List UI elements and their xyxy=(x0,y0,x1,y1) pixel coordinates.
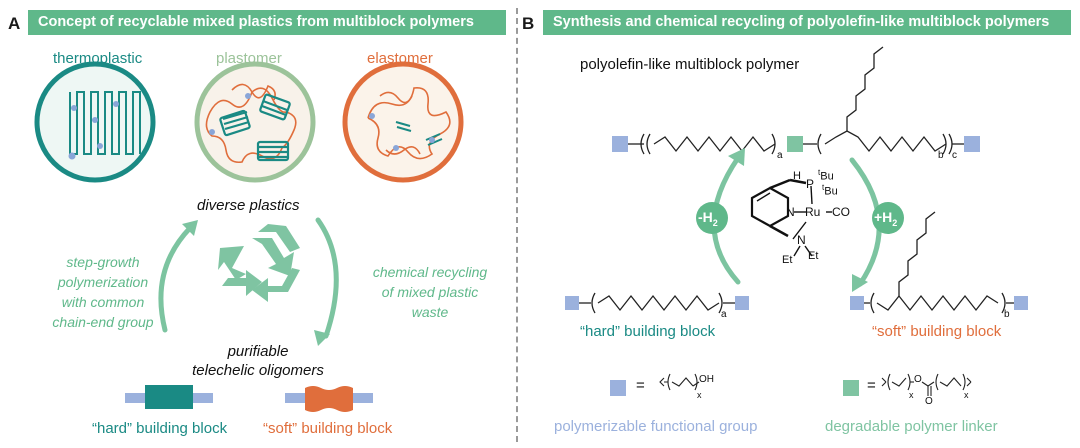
catalyst-et-2: Et xyxy=(808,250,819,262)
elastomer-circle xyxy=(342,61,464,183)
legend-x-2: x xyxy=(909,390,914,400)
left-arrow-line: step-growth xyxy=(66,254,140,270)
right-arrow-line: chemical recycling xyxy=(372,264,488,280)
plus-h2-badge xyxy=(872,202,904,234)
panel-b-letter: B xyxy=(522,14,535,33)
catalyst-n1: N xyxy=(786,205,795,219)
left-arrow-line: chain-end group xyxy=(52,314,154,330)
hard-block-chain xyxy=(565,292,749,314)
catalyst-p: P xyxy=(806,177,815,191)
legend-oh: OH xyxy=(699,374,714,385)
right-arrow-text: chemical recycling of mixed plastic wast… xyxy=(345,262,515,322)
catalyst-n2: N xyxy=(797,233,806,247)
legend-o-carbonyl: O xyxy=(925,396,933,407)
catalyst-tbu-1: tBu xyxy=(818,168,834,183)
legend-o-ring: O xyxy=(914,374,922,385)
minus-h2-label: -H2 xyxy=(698,209,718,228)
arrowhead-left-up xyxy=(182,220,198,236)
elastomer-label: elastomer xyxy=(367,50,433,67)
right-arrow-line: of mixed plastic xyxy=(381,284,479,300)
catalyst-h: H xyxy=(793,170,801,182)
subscript-b-top: b xyxy=(938,150,944,161)
cycle-arrows-a xyxy=(158,217,339,339)
plus-h2-sub: 2 xyxy=(892,217,898,228)
hard-block-label-a: “hard” building block xyxy=(92,420,228,437)
catalyst-tbu-2: tBu xyxy=(822,183,838,198)
soft-block-chain xyxy=(850,211,1028,314)
soft-oligomer xyxy=(285,386,373,412)
catalyst-bu-1: Bu xyxy=(820,170,834,183)
catalyst-et-1: Et xyxy=(782,254,793,266)
legend-x-3: x xyxy=(964,390,969,400)
soft-block-label-a: “soft” building block xyxy=(263,420,393,437)
oligomers-line: telechelic oligomers xyxy=(192,362,324,379)
oligomers-line: purifiable xyxy=(227,343,289,360)
panel-b-banner: Synthesis and chemical recycling of poly… xyxy=(543,10,1071,35)
catalyst-co: CO xyxy=(832,205,850,219)
thermoplastic-label: thermoplastic xyxy=(53,50,143,67)
legend-equals-1: = xyxy=(636,377,645,394)
plastomer-circle xyxy=(194,61,316,183)
panel-divider xyxy=(516,8,518,442)
arrowhead-b-down xyxy=(852,274,868,292)
right-arrow-line: waste xyxy=(411,304,449,320)
legend-degradable-linker xyxy=(843,373,972,396)
legend-degradable-text: degradable polymer linker xyxy=(825,418,998,435)
top-polymer-chain xyxy=(612,46,980,155)
subscript-c-top: c xyxy=(952,150,957,161)
legend-functional-group xyxy=(610,373,700,396)
panel-a-letter: A xyxy=(8,14,21,33)
subscript-a-hard: a xyxy=(721,309,727,320)
plus-h2-label: +H2 xyxy=(874,209,897,228)
diverse-plastics-label: diverse plastics xyxy=(197,197,300,214)
subscript-b-soft: b xyxy=(1004,309,1010,320)
minus-h2-sub: 2 xyxy=(712,217,718,228)
oligomers-label: purifiable telechelic oligomers xyxy=(168,342,348,380)
minus-h2-badge xyxy=(696,202,728,234)
catalyst-bu-2: Bu xyxy=(824,185,838,198)
panel-a-banner: Concept of recyclable mixed plastics fro… xyxy=(28,10,506,35)
catalyst-t-1: t xyxy=(818,168,821,177)
legend-x-1: x xyxy=(697,390,702,400)
polymer-title: polyolefin-like multiblock polymer xyxy=(580,56,800,73)
recycle-icon xyxy=(218,224,300,302)
thermoplastic-circle xyxy=(34,61,156,183)
catalyst-t-2: t xyxy=(822,183,825,192)
hard-oligomer xyxy=(125,385,213,409)
catalyst-structure xyxy=(750,178,832,257)
soft-block-label-b: “soft” building block xyxy=(872,323,1002,340)
plus-h-text: +H xyxy=(874,209,893,225)
hard-block-label-b: “hard” building block xyxy=(580,323,716,340)
arrowhead-b-up xyxy=(728,148,745,166)
catalyst-ru: Ru xyxy=(805,205,821,219)
arrowhead-right-down xyxy=(314,330,330,346)
left-arrow-text: step-growth polymerization with common c… xyxy=(28,252,178,332)
legend-functional-text: polymerizable functional group xyxy=(554,418,758,435)
legend-equals-2: = xyxy=(867,377,876,394)
left-arrow-line: polymerization xyxy=(57,274,149,290)
minus-h-text: -H xyxy=(698,209,713,225)
subscript-a-top: a xyxy=(777,150,783,161)
plastomer-label: plastomer xyxy=(216,50,282,67)
left-arrow-line: with common xyxy=(61,294,145,310)
